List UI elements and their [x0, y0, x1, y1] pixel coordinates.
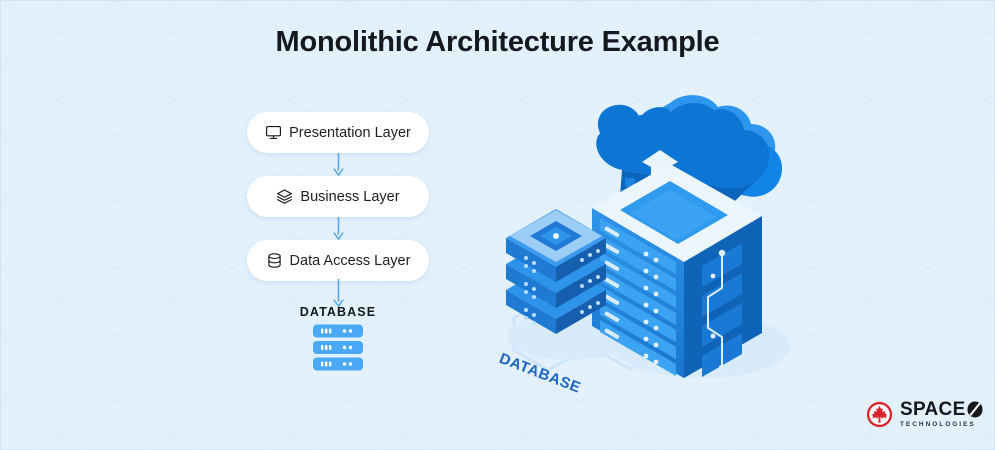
logo-tagline: TECHNOLOGIES — [900, 421, 976, 428]
layer-label: Presentation Layer — [289, 124, 411, 141]
brand-logo[interactable]: SPACE TECHNOLOGIES — [866, 400, 983, 428]
server-rack-icon — [247, 324, 429, 371]
monitor-icon — [265, 124, 282, 141]
server-slots — [600, 218, 676, 376]
layers-stack-icon — [276, 188, 293, 205]
flow-arrow-1 — [247, 153, 429, 176]
layer-label: Data Access Layer — [289, 252, 411, 269]
o-slash-icon — [967, 401, 983, 418]
logo-name-row: SPACE — [900, 400, 983, 419]
page-title: Monolithic Architecture Example — [275, 26, 720, 58]
logo-text: SPACE TECHNOLOGIES — [900, 400, 983, 428]
isometric-cloud-server-illustration — [470, 78, 830, 408]
layer-box-business[interactable]: Business Layer — [247, 176, 429, 217]
layer-label: Business Layer — [300, 188, 400, 205]
maple-leaf-badge-icon — [866, 401, 893, 428]
logo-wordmark: SPACE — [900, 399, 966, 420]
flow-arrow-2 — [247, 217, 429, 240]
layer-flow-diagram: Presentation Layer Business Layer — [247, 112, 429, 371]
server-tower-icon — [592, 164, 762, 378]
flow-arrow-3 — [247, 278, 429, 307]
layer-box-data-access[interactable]: Data Access Layer — [247, 240, 429, 281]
layer-box-presentation[interactable]: Presentation Layer — [247, 112, 429, 153]
database-stack-icon — [506, 209, 606, 334]
database-cylinder-icon — [266, 252, 283, 269]
database-caption: DATABASE — [299, 305, 377, 319]
side-circuit-pattern — [702, 243, 742, 377]
